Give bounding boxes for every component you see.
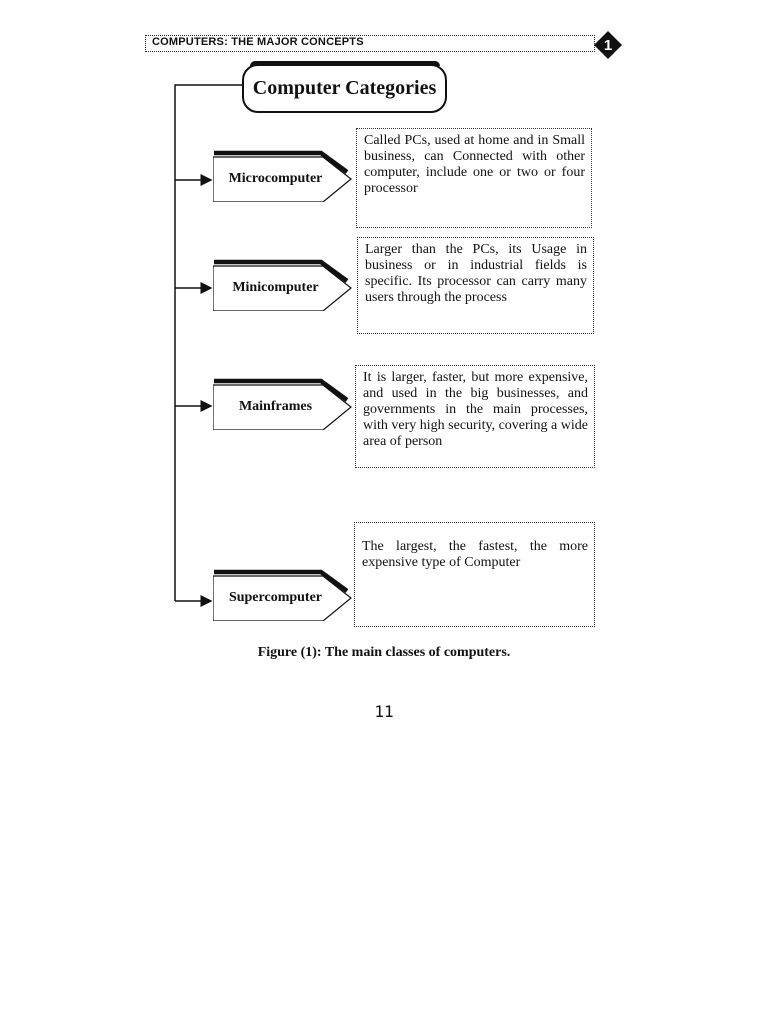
category-mainframes: Mainframes	[213, 376, 353, 430]
category-microcomputer: Microcomputer	[213, 148, 353, 202]
running-header-frame	[145, 35, 595, 52]
category-supercomputer: Supercomputer	[213, 567, 353, 621]
diagram-title: Computer Categories	[242, 61, 447, 113]
diamond-icon	[594, 31, 622, 59]
category-label: Supercomputer	[228, 590, 323, 605]
pentagon-arrow-shape	[213, 150, 352, 202]
diagram-title-text: Computer Categories	[252, 77, 437, 99]
chapter-number: 1	[603, 36, 613, 54]
description-supercomputer: The largest, the fastest, the more expen…	[354, 522, 595, 627]
running-header-title: COMPUTERS: THE MAJOR CONCEPTS	[152, 36, 364, 48]
category-label: Mainframes	[238, 399, 313, 414]
page-number: 11	[374, 702, 394, 721]
description-minicomputer: Larger than the PCs, its Usage in busine…	[357, 237, 594, 334]
pentagon-arrow-shape	[213, 378, 352, 430]
category-label: Minicomputer	[232, 280, 319, 295]
pentagon-arrow-shape	[213, 259, 352, 311]
description-mainframes: It is larger, faster, but more expensive…	[355, 365, 595, 468]
description-microcomputer: Called PCs, used at home and in Small bu…	[356, 128, 592, 228]
pentagon-arrow-shape	[213, 569, 352, 621]
figure-caption: Figure (1): The main classes of computer…	[257, 645, 511, 660]
category-minicomputer: Minicomputer	[213, 257, 353, 311]
category-label: Microcomputer	[228, 171, 323, 186]
chapter-badge	[593, 30, 623, 60]
